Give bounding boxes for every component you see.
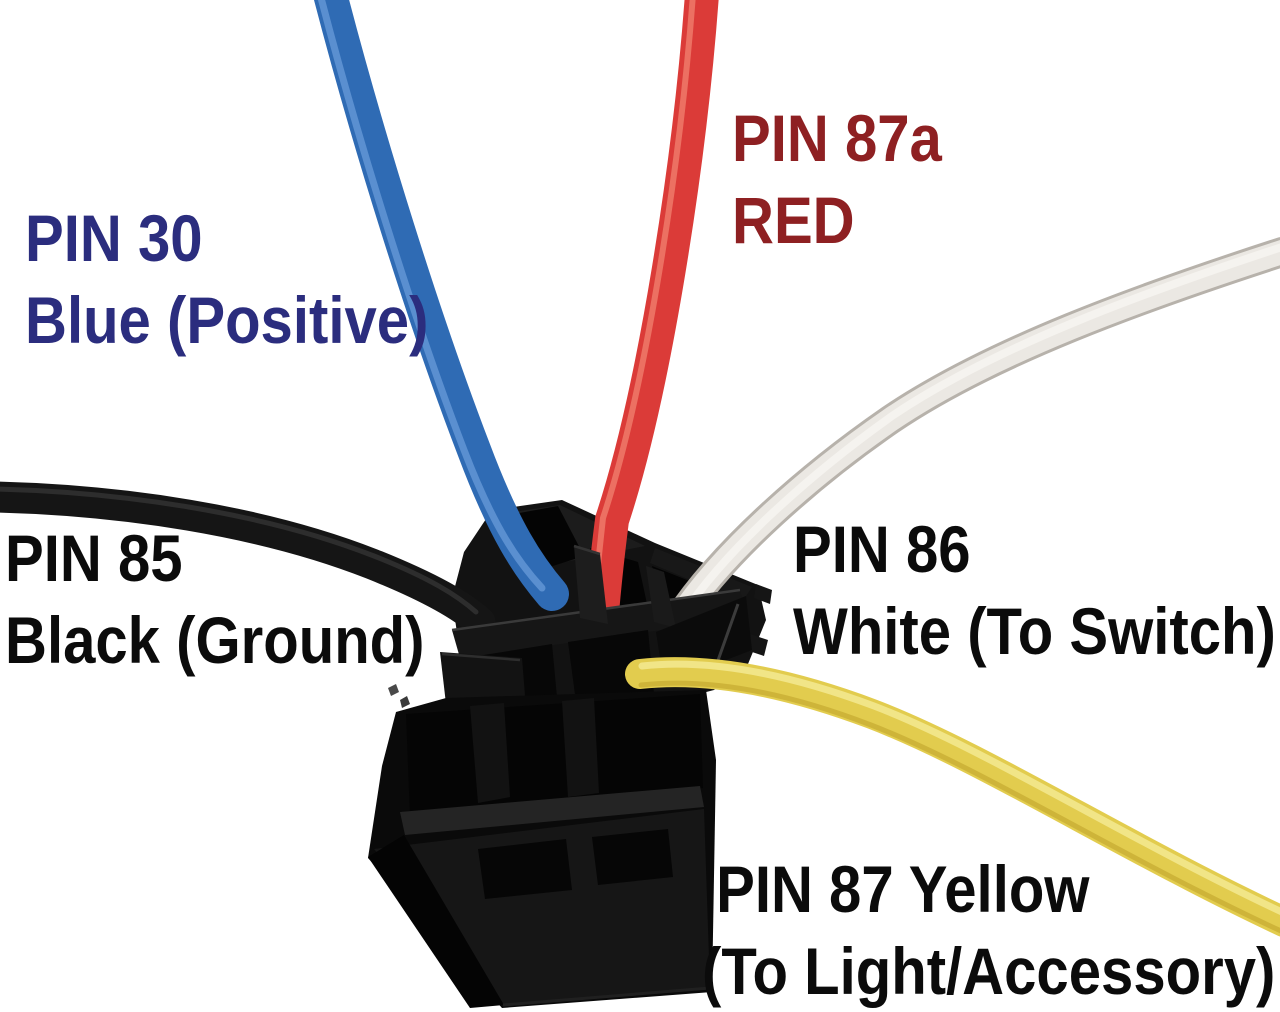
body-left-face [368, 835, 504, 1008]
corner-notch-1 [388, 684, 399, 696]
divider-edge [573, 544, 601, 556]
black-wire-sheen [0, 486, 479, 615]
divider-red-white [646, 566, 676, 628]
white-wire-sheen [678, 243, 1280, 620]
relay-socket-front-walls [440, 544, 772, 718]
label-pin87a-line2: RED [732, 183, 855, 257]
label-pin30-line2: Blue (Positive) [25, 283, 429, 357]
label-pin87a: PIN 87a RED [732, 97, 942, 261]
label-pin85-line1: PIN 85 [5, 521, 183, 595]
label-pin86-line2: White (To Switch) [793, 594, 1276, 668]
body-bottom-edge [502, 986, 711, 1007]
relay-socket-lower-body [368, 684, 716, 1008]
label-pin30-line1: PIN 30 [25, 201, 203, 275]
yellow-wire-shade [638, 680, 1280, 934]
label-pin85-line2: Black (Ground) [5, 603, 425, 677]
front-slot-2 [592, 829, 673, 885]
label-pin85: PIN 85 Black (Ground) [5, 517, 424, 681]
right-tab-upper [754, 584, 772, 604]
divider-blue-red [574, 546, 608, 624]
body-rim-highlight [400, 786, 704, 835]
label-pin87a-line1: PIN 87a [732, 101, 942, 175]
label-pin30: PIN 30 Blue (Positive) [25, 197, 428, 361]
recess-slot-wall-1 [470, 703, 510, 803]
blue-wire [313, 0, 569, 611]
yellow-wire-sheen [638, 660, 1280, 916]
black-wire [0, 481, 496, 638]
label-pin86: PIN 86 White (To Switch) [793, 508, 1276, 672]
right-tab-lower [746, 634, 768, 656]
yellow-wire [625, 657, 1280, 937]
recess-slot-wall-2 [562, 698, 599, 797]
front-slot-1 [478, 839, 572, 899]
left-wing-edge [441, 652, 521, 662]
blue-wire-sheen [317, 0, 546, 592]
label-pin87-line1: PIN 87 Yellow [716, 852, 1090, 926]
label-pin86-line1: PIN 86 [793, 512, 971, 586]
corner-notch-2 [400, 696, 410, 708]
housing-mid-wall [452, 590, 748, 658]
right-channel-edge [714, 603, 740, 667]
label-pin87-line2: (To Light/Accessory) [702, 934, 1276, 1008]
left-wing [440, 652, 526, 708]
label-pin87: PIN 87 Yellow (To Light/Accessory) [702, 848, 1275, 1012]
